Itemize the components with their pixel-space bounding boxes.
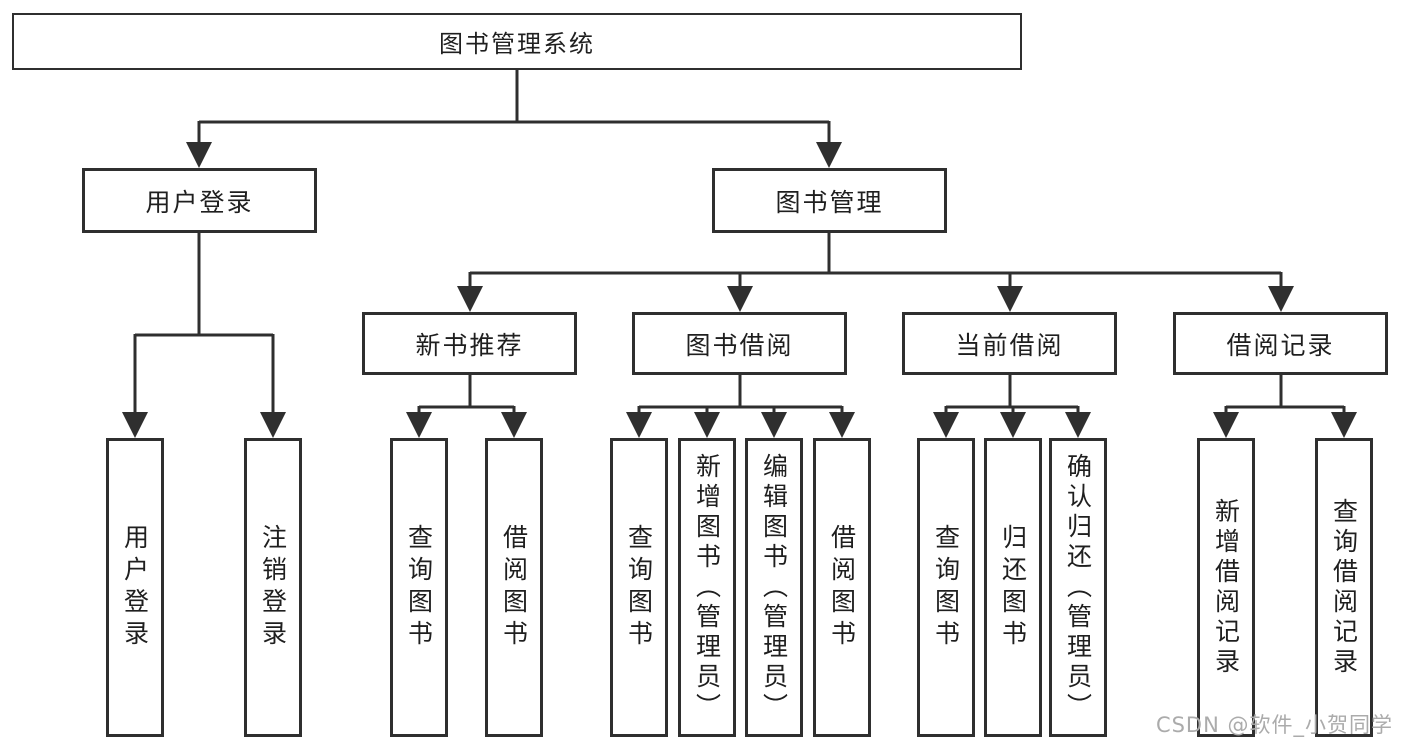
leaf-user-login: 用户登录 <box>106 438 164 737</box>
root-node: 图书管理系统 <box>12 13 1022 70</box>
leaf-edit-book-admin: 编辑图书（管理员） <box>745 438 803 737</box>
node-borrow-records: 借阅记录 <box>1173 312 1388 375</box>
leaf-query-book-current: 查询图书 <box>917 438 975 737</box>
node-user-login: 用户登录 <box>82 168 317 233</box>
leaf-query-book-borrow: 查询图书 <box>610 438 668 737</box>
leaf-return-book: 归还图书 <box>984 438 1042 737</box>
leaf-borrow-book: 借阅图书 <box>813 438 871 737</box>
leaf-query-book-recommend: 查询图书 <box>390 438 448 737</box>
node-book-borrow: 图书借阅 <box>632 312 847 375</box>
leaf-add-book-admin: 新增图书（管理员） <box>678 438 736 737</box>
leaf-add-borrow-record: 新增借阅记录 <box>1197 438 1255 737</box>
leaf-confirm-return-admin: 确认归还（管理员） <box>1049 438 1107 737</box>
node-current-borrow: 当前借阅 <box>902 312 1117 375</box>
leaf-borrow-book-recommend: 借阅图书 <box>485 438 543 737</box>
leaf-logout: 注销登录 <box>244 438 302 737</box>
leaf-query-borrow-record: 查询借阅记录 <box>1315 438 1373 737</box>
node-book-management: 图书管理 <box>712 168 947 233</box>
node-new-book-recommend: 新书推荐 <box>362 312 577 375</box>
watermark: CSDN @软件_小贺同学 <box>1155 713 1393 737</box>
